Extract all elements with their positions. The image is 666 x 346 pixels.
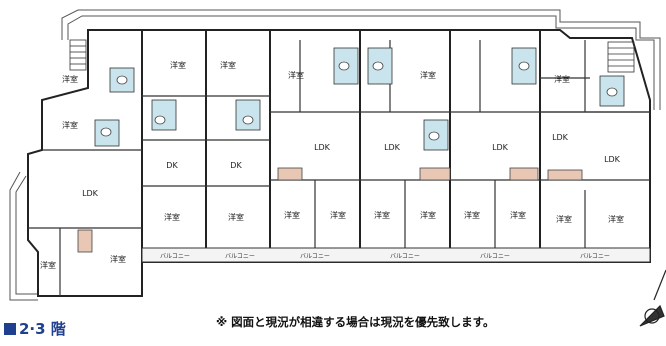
room-label: LDK: [492, 143, 509, 152]
room-label: DK: [166, 161, 178, 170]
room-label: 洋室: [288, 70, 304, 80]
unit-walls: [141, 30, 541, 262]
room-label: LDK: [552, 133, 569, 142]
room-label: 洋室: [420, 210, 436, 220]
room-label: 洋室: [284, 210, 300, 220]
balcony-label: バルコニー: [480, 253, 510, 260]
room-label: LDK: [604, 155, 621, 164]
disclaimer-note: ※ 図面と現況が相違する場合は現況を優先致します。: [216, 315, 495, 329]
room-label: 洋室: [374, 210, 390, 220]
floor-label: 2·3 階: [4, 318, 66, 339]
room-label: LDK: [82, 189, 99, 198]
balcony-label: バルコニー: [580, 253, 610, 260]
room-label: LDK: [314, 143, 331, 152]
room-label: 洋室: [110, 254, 126, 264]
room-label: 洋室: [62, 120, 78, 130]
room-label: DK: [230, 161, 242, 170]
outer-corridor: [9, 9, 661, 301]
room-label: LDK: [384, 143, 401, 152]
balcony-strip: バルコニー バルコニー バルコニー バルコニー バルコニー バルコニー: [141, 247, 651, 263]
room-label: 洋室: [554, 74, 570, 84]
wet-areas: [94, 47, 625, 151]
room-label: 洋室: [220, 60, 236, 70]
room-label: 洋室: [40, 260, 56, 270]
balcony-label: バルコニー: [160, 253, 190, 260]
room-label: 洋室: [170, 60, 186, 70]
room-label: 洋室: [608, 214, 624, 224]
balcony-label: バルコニー: [390, 253, 420, 260]
fixtures: [100, 61, 618, 141]
room-label: 洋室: [556, 214, 572, 224]
balcony-label: バルコニー: [300, 253, 330, 260]
stair-icon: [69, 39, 635, 73]
room-label: 洋室: [464, 210, 480, 220]
room-label: 洋室: [228, 212, 244, 222]
room-label: 洋室: [164, 212, 180, 222]
balcony-label: バルコニー: [225, 253, 255, 260]
floor-label-marker: [4, 322, 16, 335]
room-label: 洋室: [62, 74, 78, 84]
room-label: 洋室: [510, 210, 526, 220]
floor-label-text: 2·3 階: [19, 320, 66, 338]
building-walls: [27, 29, 651, 297]
kitchen-counters: [77, 167, 583, 253]
room-label: 洋室: [420, 70, 436, 80]
north-arrow-icon: [639, 269, 666, 327]
room-label: 洋室: [330, 210, 346, 220]
room-labels: 洋室 洋室 洋室 洋室 洋室 洋室 洋室 LDK LDK LDK LDK LDK…: [40, 60, 624, 270]
